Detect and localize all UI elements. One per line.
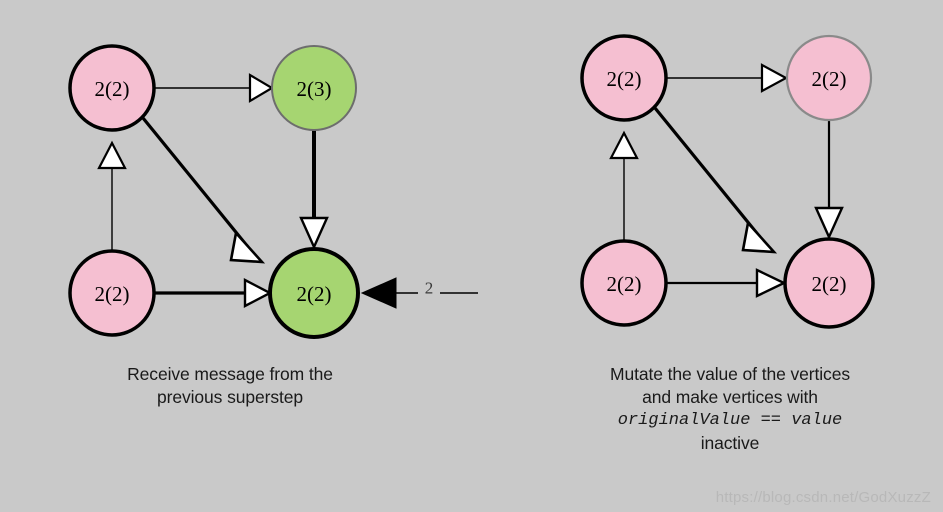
vertex-label-r-br: 2(2) — [812, 272, 847, 296]
edge-rtl-to-rbr — [653, 106, 778, 254]
left-caption-line-2: previous superstep — [156, 387, 304, 407]
right-caption-line-2: and make vertices with — [642, 387, 818, 407]
right-panel: 2(2) 2(2) 2(2) 2(2) — [580, 34, 875, 329]
edge-ltr-to-lbr — [299, 130, 329, 250]
right-caption-line-4: inactive — [700, 433, 760, 453]
edge-lbl-to-lbr — [154, 278, 273, 308]
vertex-label-l-tr: 2(3) — [297, 77, 332, 101]
vertex-l-tl[interactable]: 2(2) — [68, 44, 156, 132]
edge-lbl-to-ltl — [97, 140, 127, 251]
edge-ltl-to-lbr — [141, 116, 266, 264]
vertex-l-bl[interactable]: 2(2) — [68, 249, 156, 337]
edge-rbl-to-rtl — [609, 130, 639, 241]
vertex-label-l-tl: 2(2) — [95, 77, 130, 101]
incoming-message-edge: 2 — [360, 277, 478, 309]
left-panel-caption: Receive message from the previous supers… — [30, 363, 430, 409]
vertex-label-r-tr: 2(2) — [812, 67, 847, 91]
edge-rbl-to-rbr — [666, 268, 787, 298]
vertex-r-tl[interactable]: 2(2) — [580, 34, 668, 122]
vertex-label-r-tl: 2(2) — [607, 67, 642, 91]
vertex-l-br[interactable]: 2(2) — [268, 247, 360, 339]
vertex-r-br[interactable]: 2(2) — [783, 237, 875, 329]
vertex-label-l-bl: 2(2) — [95, 282, 130, 306]
edge-rtr-to-rbr — [814, 120, 844, 240]
vertex-label-l-br: 2(2) — [297, 282, 332, 306]
watermark: https://blog.csdn.net/GodXuzzZ — [715, 489, 931, 506]
right-panel-caption: Mutate the value of the vertices and mak… — [520, 363, 940, 455]
left-caption-line-1: Receive message from the — [127, 364, 333, 384]
vertex-r-bl[interactable]: 2(2) — [580, 239, 668, 327]
vertex-r-tr[interactable]: 2(2) — [785, 34, 873, 122]
left-panel: 2 2(2) 2(3) 2(2) 2(2) — [68, 44, 478, 339]
vertex-label-r-bl: 2(2) — [607, 272, 642, 296]
incoming-message-label: 2 — [425, 279, 434, 298]
vertex-l-tr[interactable]: 2(3) — [271, 45, 357, 131]
right-caption-line-1: Mutate the value of the vertices — [610, 364, 850, 384]
edge-ltl-to-ltr — [154, 73, 275, 103]
right-caption-line-3-code: originalValue == value — [617, 411, 843, 430]
edge-rtl-to-rtr — [666, 63, 789, 93]
